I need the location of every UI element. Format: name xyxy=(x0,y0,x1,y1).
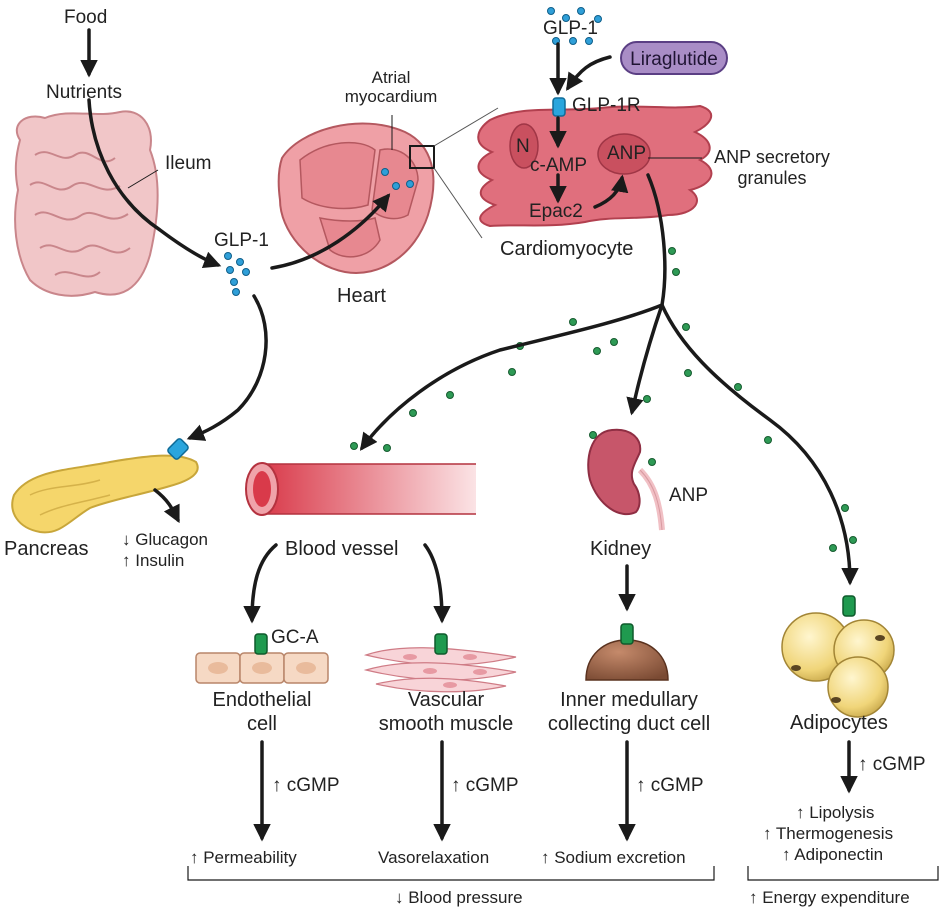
nutrients-label: Nutrients xyxy=(46,82,123,103)
collecting-duct-label: Inner medullary collecting duct cell xyxy=(547,689,711,735)
anp-dots xyxy=(350,247,857,552)
blood-vessel-label: Blood vessel xyxy=(285,538,399,560)
glp1r-label: GLP-1R xyxy=(572,95,641,116)
kidney-anp-label: ANP xyxy=(669,485,709,506)
glp1r-receptor xyxy=(552,97,566,117)
gc-a-label: GC-A xyxy=(271,627,319,648)
vasorelaxation-outcome: Vasorelaxation xyxy=(378,848,490,867)
adipocyte-cells xyxy=(781,595,895,718)
nucleus-label: N xyxy=(516,136,530,157)
smooth-muscle-cells xyxy=(363,633,517,693)
heart-label: Heart xyxy=(337,285,386,307)
sodium-excretion-outcome: ↑ Sodium excretion xyxy=(541,848,686,867)
collecting-duct-cell xyxy=(585,623,669,681)
blood-pressure-outcome: ↓ Blood pressure xyxy=(395,888,523,907)
pancreas-glucagon: ↓ Glucagon xyxy=(122,530,208,549)
atrial-myocardium-label: Atrial myocardium xyxy=(344,68,438,106)
permeability-outcome: ↑ Permeability xyxy=(190,848,297,867)
kidney-illustration xyxy=(587,428,665,531)
cgmp-adipocytes: ↑ cGMP xyxy=(858,754,926,775)
pancreas-receptor xyxy=(167,438,189,460)
pancreas-illustration xyxy=(11,438,199,534)
anp-granules xyxy=(597,133,651,175)
heart-illustration xyxy=(277,107,499,274)
thermogenesis-outcome: ↑ Thermogenesis xyxy=(763,824,894,843)
pathway-arrows xyxy=(80,28,859,842)
smooth-muscle-label: Vascular smooth muscle xyxy=(378,689,514,735)
cardiomyocyte-illustration xyxy=(477,97,713,228)
glp1-dots-top xyxy=(547,7,602,45)
intestine-illustration xyxy=(14,110,159,297)
cgmp-endothelial: ↑ cGMP xyxy=(272,775,340,796)
anp-granule-label: ANP xyxy=(607,143,647,164)
adiponectin-outcome: ↑ Adiponectin xyxy=(782,845,884,864)
blood-vessel-illustration xyxy=(245,462,476,516)
pancreas-insulin: ↑ Insulin xyxy=(122,551,185,570)
liraglutide-pill: Liraglutide xyxy=(620,41,728,75)
glp1-dots-heart xyxy=(381,168,414,190)
glp1-top-label: GLP-1 xyxy=(543,18,598,39)
cardiomyocyte-label: Cardiomyocyte xyxy=(500,238,634,260)
glp1-dots-gut xyxy=(224,252,250,296)
nucleus xyxy=(509,123,539,169)
adipocytes-label: Adipocytes xyxy=(790,712,888,734)
anp-granules-label: ANP secretory granules xyxy=(714,147,830,188)
endothelial-cell-label: Endothelial cell xyxy=(212,689,312,735)
kidney-label: Kidney xyxy=(590,538,652,560)
food-label: Food xyxy=(64,7,108,28)
zoom-box xyxy=(409,145,435,169)
cgmp-smooth-muscle: ↑ cGMP xyxy=(451,775,519,796)
glp1-gut-label: GLP-1 xyxy=(214,230,269,251)
summary-brackets xyxy=(187,866,939,881)
lipolysis-outcome: ↑ Lipolysis xyxy=(796,803,875,822)
epac2-label: Epac2 xyxy=(529,201,583,222)
ileum-label: Ileum xyxy=(165,153,212,174)
leader-lines xyxy=(127,115,702,189)
cgmp-collecting-duct: ↑ cGMP xyxy=(636,775,704,796)
pancreas-label: Pancreas xyxy=(4,538,89,560)
camp-label: c-AMP xyxy=(530,155,587,176)
energy-expenditure-outcome: ↑ Energy expenditure xyxy=(749,888,910,907)
endothelial-cells xyxy=(195,633,329,684)
